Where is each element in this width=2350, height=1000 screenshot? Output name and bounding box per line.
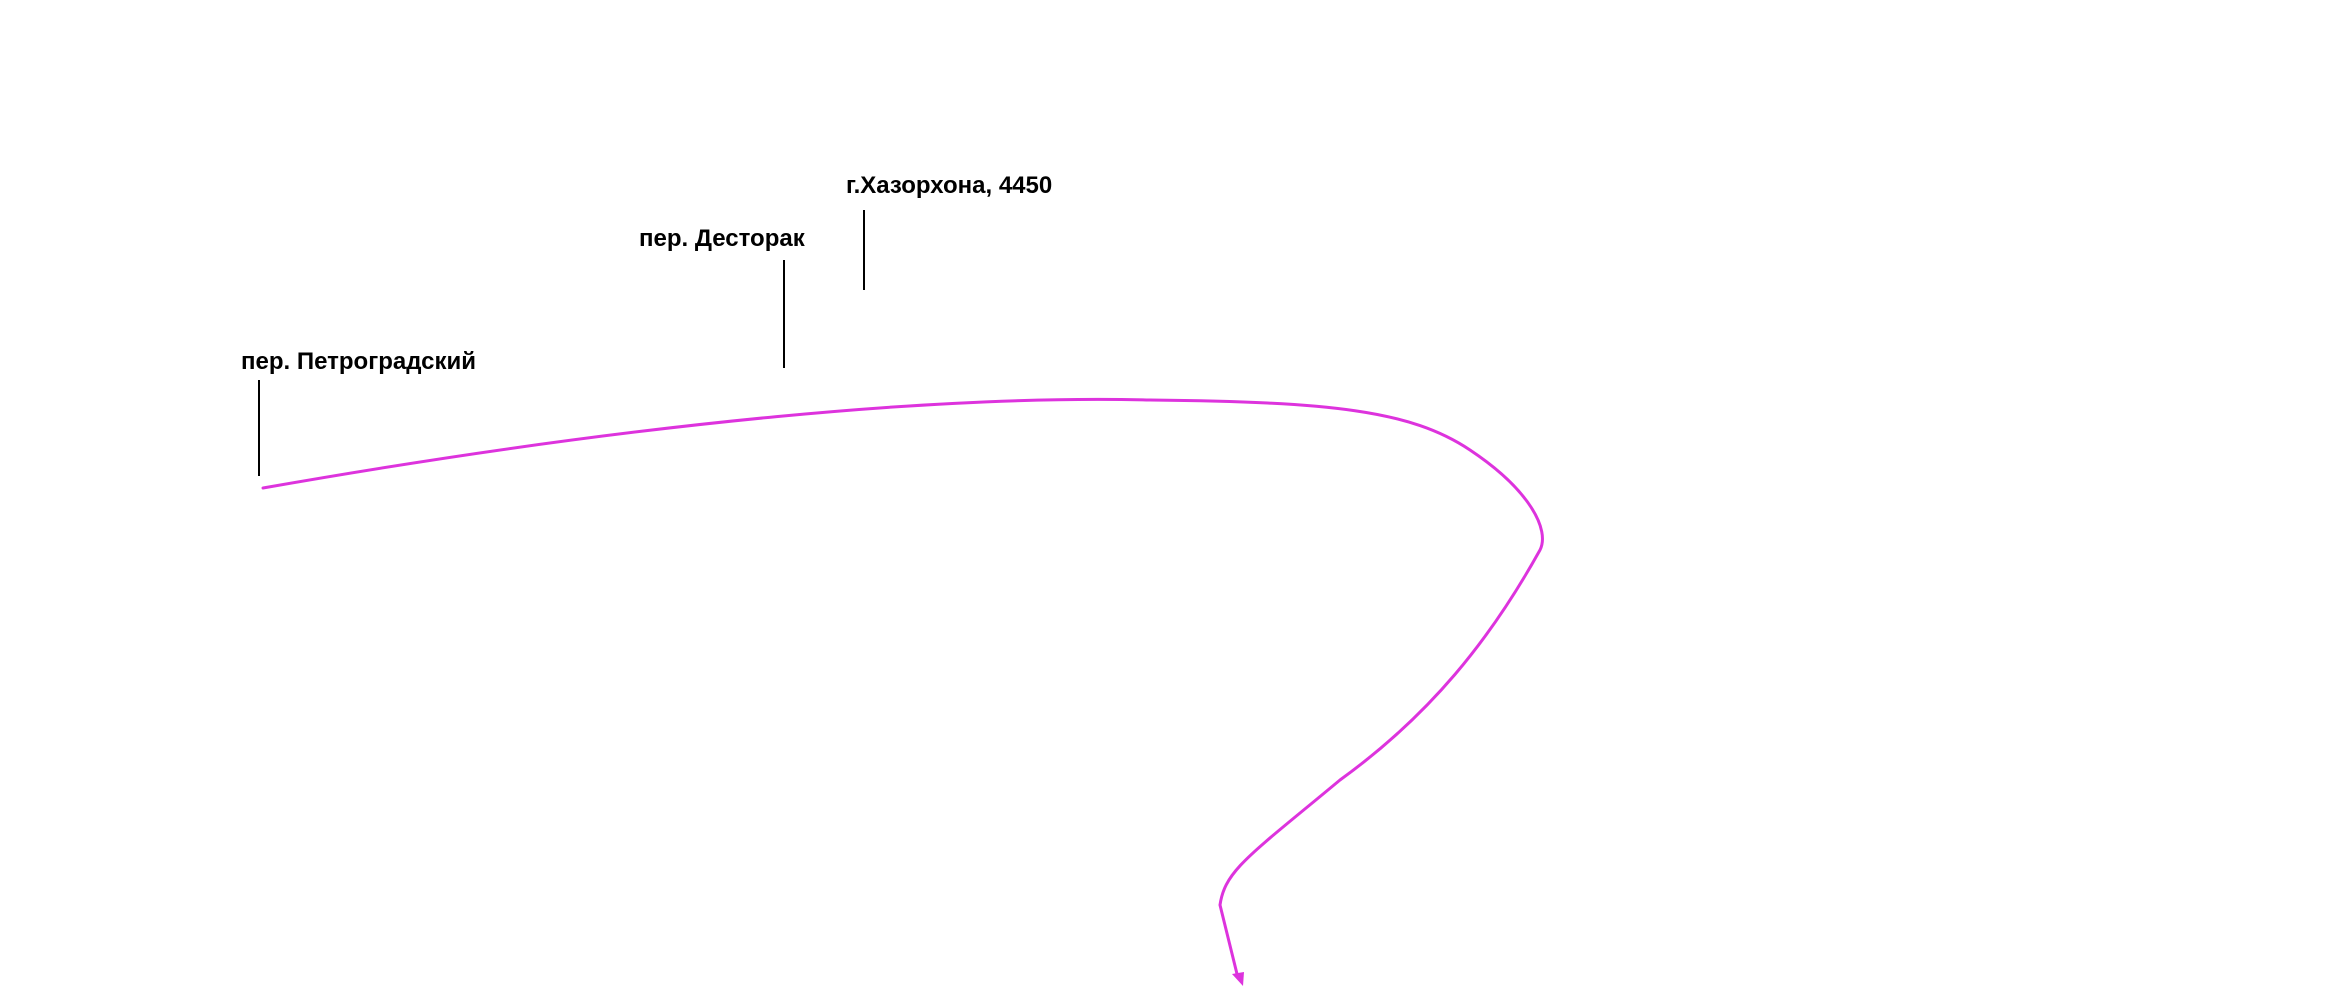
route-end-arrow-icon (1232, 972, 1244, 986)
route-path (261, 397, 1544, 980)
address-label-hazorhona: г.Хазорхона, 4450 (846, 172, 1053, 199)
street-label-petrogradsky: пер. Петроградский (241, 348, 476, 375)
street-label-destorak: пер. Десторак (639, 225, 805, 252)
